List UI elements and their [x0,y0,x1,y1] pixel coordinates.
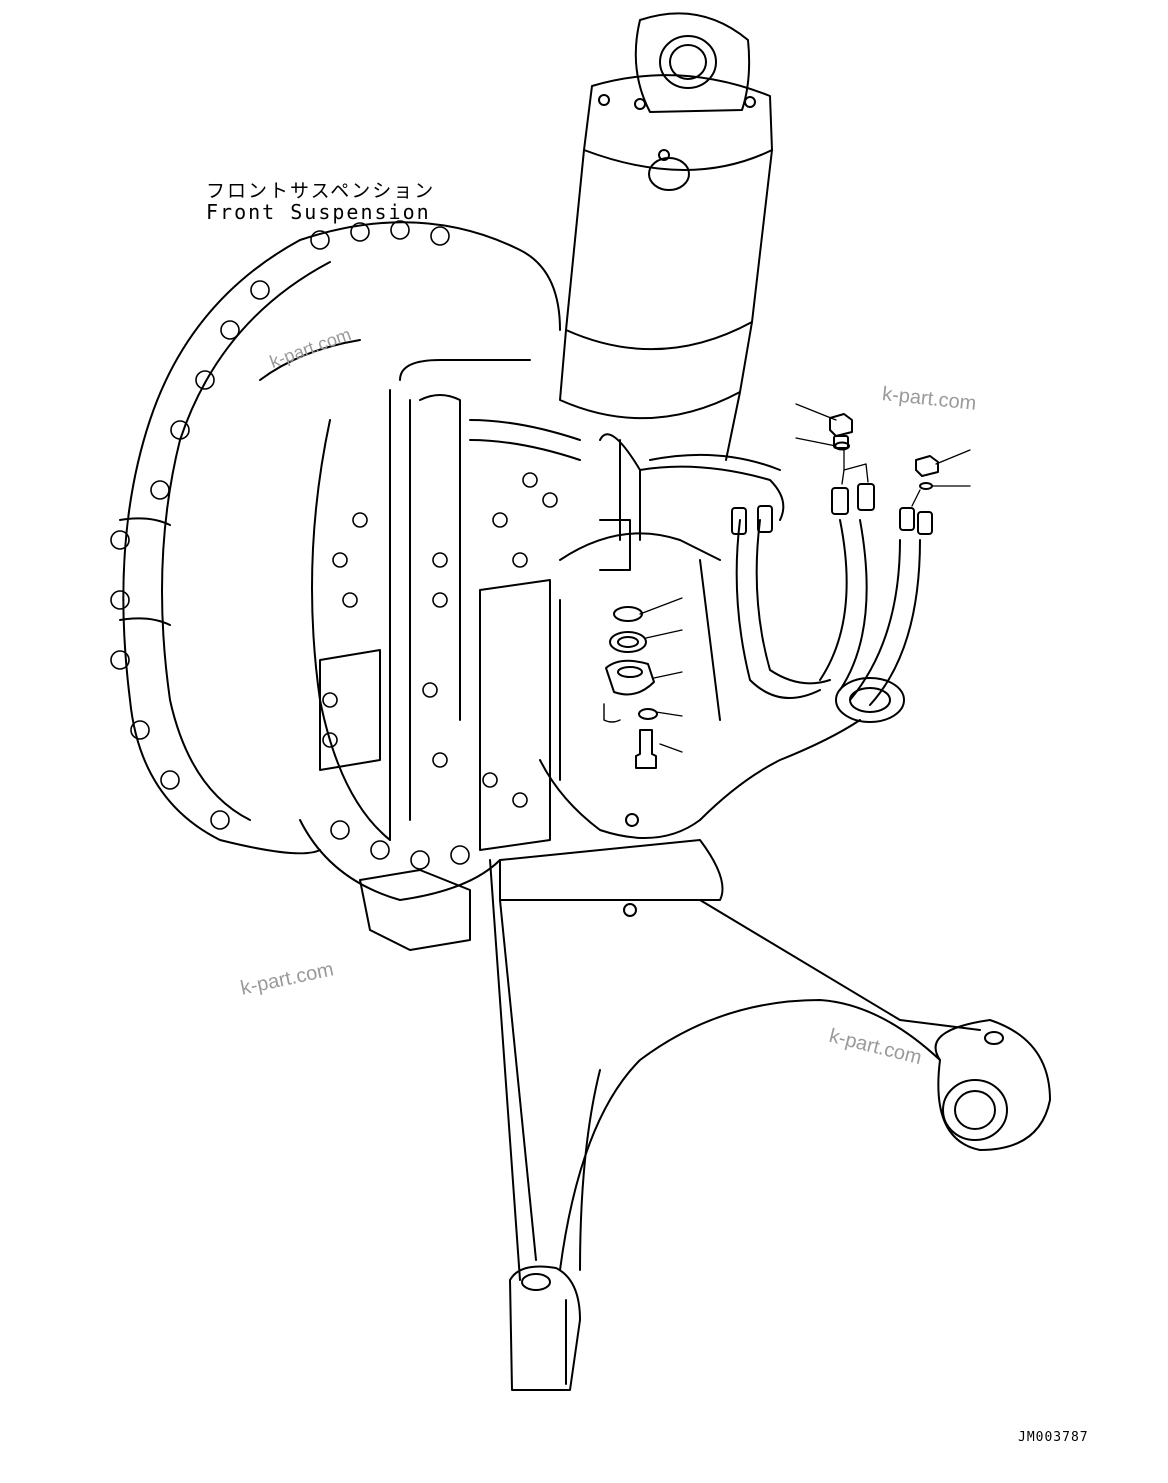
diagram-title-en: Front Suspension [206,200,431,224]
split-flange-part [605,659,655,696]
plug-part-right [915,455,939,477]
fittings [322,472,558,808]
o-ring-part [613,606,643,622]
diagram-title-jp: フロントサスペンション [206,180,436,202]
wheel-hub-assembly [110,220,561,951]
right-hoses [731,483,933,723]
exploded-parts-right [829,413,939,490]
knuckle-body [499,532,861,917]
seal-ring-part [609,631,647,653]
plug-part-left [829,413,853,437]
hub-bolts [110,220,470,870]
o-ring-right [919,482,933,490]
suspension-cylinder [559,12,773,461]
exploded-parts-center [603,606,658,769]
hydraulic-lines [319,359,785,851]
washer-part [638,708,658,720]
swing-arm [489,859,1051,1391]
leader-lines [639,403,971,753]
drawing-code: JM003787 [1018,1430,1089,1445]
bolt-part [635,729,657,769]
